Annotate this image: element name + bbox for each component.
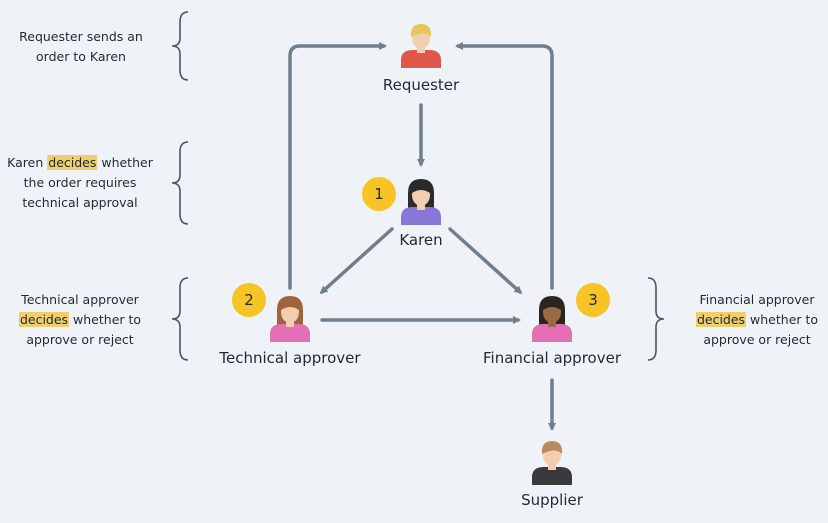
- note-text: Karen: [7, 155, 48, 170]
- note-line: approve or reject: [703, 332, 811, 347]
- arrow-karen-to-financial: [448, 227, 523, 295]
- note-line: Requester sends an: [19, 29, 143, 44]
- technical-person-icon: [270, 296, 310, 342]
- requester-person-icon: [401, 24, 441, 68]
- highlight-decides: decides: [18, 312, 70, 327]
- brace-financial: [647, 277, 665, 361]
- step-badge-1: 1: [362, 177, 396, 211]
- note-line: approve or reject: [26, 332, 134, 347]
- note-text: whether: [97, 155, 153, 170]
- note-line: decides whether to: [18, 310, 142, 330]
- note-line: decides whether to: [695, 310, 819, 330]
- brace-karen: [171, 141, 189, 225]
- note-line: Karen decides whether: [7, 153, 153, 173]
- note-line: technical approval: [22, 195, 138, 210]
- note-requester: Requester sends an order to Karen: [19, 27, 143, 67]
- note-line: Financial approver: [699, 292, 815, 307]
- note-line: Technical approver: [21, 292, 139, 307]
- financial-person-icon: [532, 296, 572, 342]
- financial-approver-label: Financial approver: [483, 349, 621, 367]
- karen-label: Karen: [399, 231, 443, 249]
- arrow-financial-to-requester: [455, 42, 554, 290]
- highlight-decides: decides: [47, 155, 98, 170]
- step-badge-2: 2: [232, 283, 266, 317]
- note-text: whether to: [746, 312, 819, 327]
- brace-technical: [171, 277, 189, 361]
- step-badge-3: 3: [576, 283, 610, 317]
- note-technical: Technical approver decides whether to ap…: [18, 290, 142, 350]
- brace-requester: [171, 11, 189, 81]
- requester-label: Requester: [382, 76, 460, 94]
- technical-approver-label: Technical approver: [219, 349, 361, 367]
- arrow-technical-to-requester: [288, 42, 387, 290]
- note-financial: Financial approver decides whether to ap…: [695, 290, 819, 350]
- highlight-decides: decides: [695, 312, 747, 327]
- note-line: the order requires: [23, 175, 137, 190]
- supplier-person-icon: [532, 441, 572, 485]
- note-line: order to Karen: [36, 49, 126, 64]
- arrow-karen-to-technical: [319, 227, 394, 295]
- supplier-label: Supplier: [521, 491, 583, 509]
- note-karen: Karen decides whether the order requires…: [7, 153, 153, 213]
- note-text: whether to: [69, 312, 142, 327]
- karen-person-icon: [401, 179, 441, 225]
